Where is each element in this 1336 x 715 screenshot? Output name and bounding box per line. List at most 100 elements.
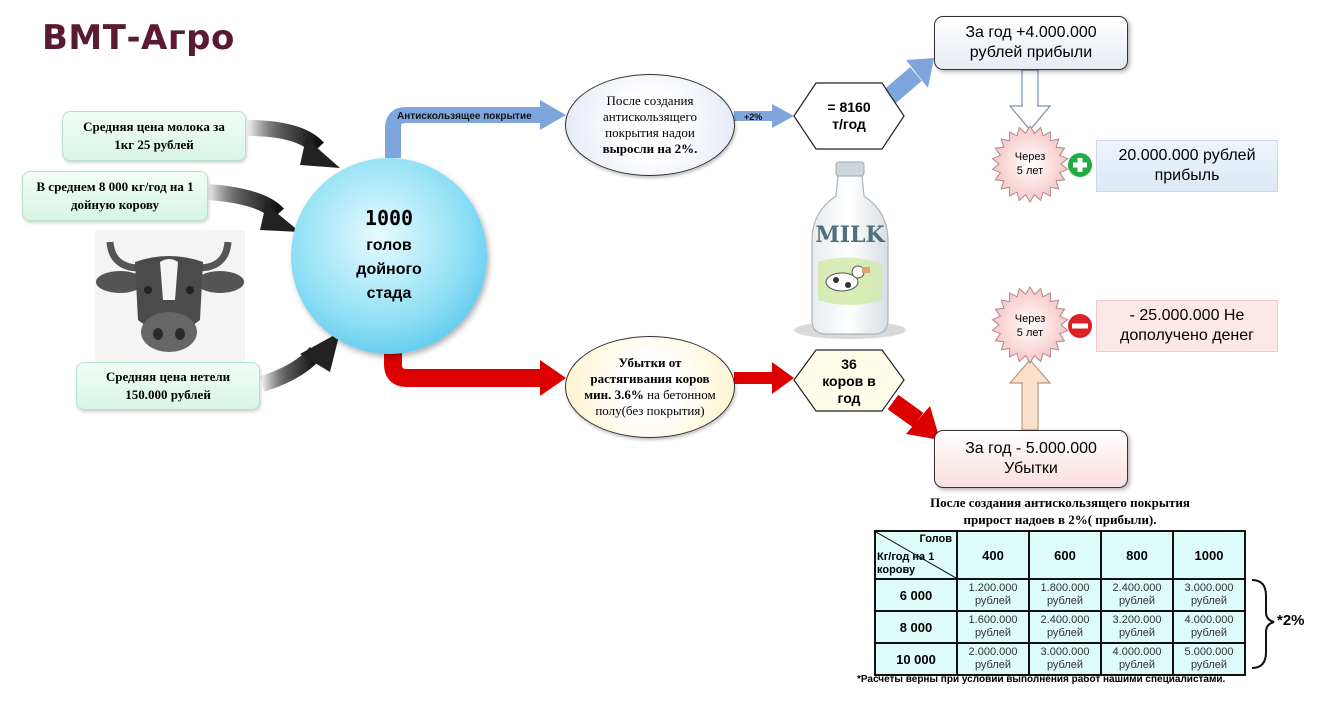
table-cell: 3.000.000 рублей: [1028, 642, 1102, 676]
footnote: *Расчеты верны при условии выполнения ра…: [857, 674, 1226, 685]
table-title: После создания антискользящего покрытия …: [880, 494, 1240, 528]
hex-cows-value: 36: [841, 355, 857, 372]
effect-top-bold: выросли на 2%.: [602, 141, 698, 156]
table-cell: 4.000.000 рублей: [1100, 642, 1174, 676]
year-loss-line1: За год - 5.000.000: [965, 440, 1097, 457]
table-corner-cell: Голов Кг/год на 1 корову: [874, 530, 958, 580]
effect-ellipse-top: После создания антискользящего покрытия …: [565, 74, 735, 176]
effect-ellipse-bottom: Убытки от растягивания коров мин. 3.6% н…: [565, 336, 735, 438]
milk-price-text: Средняя цена молока за 1кг 25 рублей: [83, 119, 225, 152]
effect-bottom-text: на бетонном полу(без покрытия): [595, 387, 716, 418]
column-header: 400: [956, 530, 1030, 580]
table-cell: 2.000.000 рублей: [956, 642, 1030, 676]
total-loss-box: - 25.000.000 Не дополучено денег: [1096, 300, 1278, 352]
corner-top-label: Голов: [919, 533, 952, 545]
table-cell: 1.200.000 рублей: [956, 578, 1030, 612]
table-title-line2: прирост надоев в 2%( прибыли).: [963, 512, 1157, 527]
table-row: 6 000 1.200.000 рублей 1.800.000 рублей …: [874, 578, 1246, 612]
bottle-label: MILK: [815, 222, 885, 248]
hex-cows: [793, 349, 905, 412]
total-profit-line1: 20.000.000 рублей: [1118, 147, 1256, 164]
column-header: 1000: [1172, 530, 1246, 580]
hex-yield: [793, 82, 905, 150]
hex-yield-unit: т/год: [832, 116, 866, 132]
arrow-label-increase: +2%: [744, 112, 763, 122]
milk-bottle-icon: MILK: [794, 161, 906, 339]
hex-yield-value: = 8160: [827, 99, 871, 115]
input-arrow-heifer: [259, 332, 340, 392]
hex-cows-unit1: коров в: [822, 372, 876, 389]
starburst-profit: [991, 125, 1069, 203]
milk-price-box: Средняя цена молока за 1кг 25 рублей: [62, 111, 246, 161]
heifer-price-text: Средняя цена нетели 150.000 рублей: [105, 369, 231, 402]
table-cell: 5.000.000 рублей: [1172, 642, 1246, 676]
year-loss-line2: Убытки: [1004, 460, 1058, 477]
arrow-to-year-loss: [887, 394, 940, 440]
row-header: 10 000: [874, 642, 958, 676]
multiplier-label: *2%: [1277, 612, 1305, 629]
table-cell: 4.000.000 рублей: [1172, 610, 1246, 644]
table-header-row: Голов Кг/год на 1 корову 400 600 800 100…: [874, 530, 1246, 580]
total-loss-line2: дополучено денег: [1120, 327, 1254, 344]
year-loss-box: За год - 5.000.000 Убытки: [934, 430, 1128, 488]
arrow-label-anti-slip: Антискользящее покрытие: [397, 111, 532, 122]
input-arrow-yield: [207, 184, 300, 232]
logo-text: ВМТ-Агро: [42, 18, 235, 58]
herd-text: голов дойного стада: [356, 237, 422, 302]
plus-icon: [1068, 153, 1092, 177]
effect-top-text: После создания антискользящего покрытия …: [603, 93, 697, 140]
period-loss-line2: 5 лет: [1016, 327, 1044, 339]
input-arrow-milk-price: [247, 120, 340, 168]
logo: ВМТ-Агро: [42, 18, 235, 58]
period-profit-line2: 5 лет: [1016, 165, 1044, 177]
hex-cows-unit2: год: [837, 389, 861, 406]
table-cell: 2.400.000 рублей: [1100, 578, 1174, 612]
period-loss-line1: Через: [1014, 313, 1046, 325]
table-row: 10 000 2.000.000 рублей 3.000.000 рублей…: [874, 642, 1246, 676]
minus-icon: [1068, 314, 1092, 338]
corner-bottom-label: Кг/год на 1 корову: [877, 551, 935, 576]
total-profit-box: 20.000.000 рублей прибыль: [1096, 140, 1278, 192]
table-brace: [1251, 579, 1275, 669]
row-header: 8 000: [874, 610, 958, 644]
row-header: 6 000: [874, 578, 958, 612]
table-row: 8 000 1.600.000 рублей 2.400.000 рублей …: [874, 610, 1246, 644]
starburst-loss: [991, 286, 1069, 364]
hex-cows-text: 36 коров в год: [806, 352, 892, 410]
period-loss-text: Через 5 лет: [1002, 312, 1058, 340]
table-cell: 1.800.000 рублей: [1028, 578, 1102, 612]
effect-bottom-title: Убытки от растягивания коров: [590, 355, 710, 386]
table-title-line1: После создания антискользящего покрытия: [930, 495, 1190, 510]
yield-per-cow-box: В среднем 8 000 кг/год на 1 дойную коров…: [22, 171, 208, 221]
column-header: 800: [1100, 530, 1174, 580]
arrow-anti-slip: [385, 100, 566, 158]
herd-circle: 1000 голов дойного стада: [291, 158, 487, 354]
column-header: 600: [1028, 530, 1102, 580]
year-profit-line1: За год +4.000.000: [965, 24, 1097, 41]
arrow-to-cows: [734, 362, 794, 394]
corner-diagonal: [876, 532, 956, 578]
total-loss-line1: - 25.000.000 Не: [1129, 307, 1245, 324]
arrow-losses: [384, 340, 566, 396]
profit-table: Голов Кг/год на 1 корову 400 600 800 100…: [874, 530, 1246, 676]
table-cell: 2.400.000 рублей: [1028, 610, 1102, 644]
arrow-up-outline: [1008, 359, 1052, 431]
cow-icon: [95, 230, 245, 362]
arrow-plus-2: [734, 104, 794, 128]
arrow-down-outline: [1008, 69, 1052, 131]
table-cell: 3.200.000 рублей: [1100, 610, 1174, 644]
period-profit-line1: Через: [1014, 151, 1046, 163]
table-cell: 1.600.000 рублей: [956, 610, 1030, 644]
table-cell: 3.000.000 рублей: [1172, 578, 1246, 612]
arrow-to-year-profit: [882, 58, 934, 105]
year-profit-box: За год +4.000.000 рублей прибыли: [934, 16, 1128, 70]
herd-number: 1000: [364, 206, 414, 230]
period-profit-text: Через 5 лет: [1002, 150, 1058, 178]
yield-per-cow-text: В среднем 8 000 кг/год на 1 дойную коров…: [36, 179, 194, 212]
total-profit-line2: прибыль: [1154, 167, 1220, 184]
effect-bottom-percent: мин. 3.6%: [584, 387, 644, 402]
heifer-price-box: Средняя цена нетели 150.000 рублей: [76, 362, 260, 410]
year-profit-line2: рублей прибыли: [969, 44, 1093, 61]
hex-yield-text: = 8160 т/год: [806, 86, 892, 146]
